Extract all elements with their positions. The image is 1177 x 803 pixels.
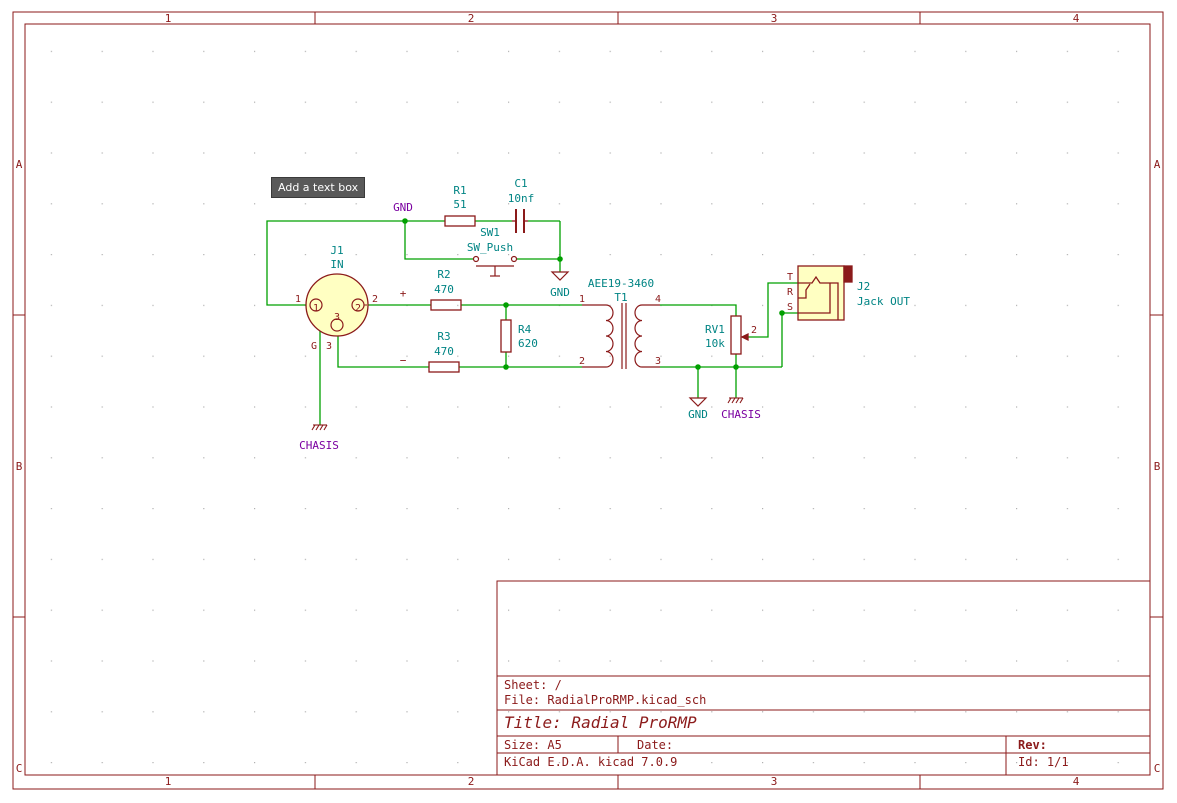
gnd-symbol-out[interactable] xyxy=(688,397,708,407)
title-block-date: Date: xyxy=(637,738,673,752)
j1-pin-1: 1 xyxy=(295,294,301,305)
minus-label: − xyxy=(400,354,407,367)
grid xyxy=(25,24,1150,775)
rv1-potentiometer[interactable] xyxy=(730,315,749,355)
gnd-label-top: GND xyxy=(550,286,570,299)
j1-pin-3: 3 xyxy=(326,341,332,352)
j1-pin-2-inner: 2 xyxy=(355,303,361,314)
r2-value: 470 xyxy=(434,283,454,296)
j2-value: Jack OUT xyxy=(857,295,910,308)
row-label-a-right: A xyxy=(1154,158,1161,171)
j2-pin-r: R xyxy=(787,287,794,298)
j1-pin-g: G xyxy=(311,341,317,352)
col-label-2-top: 2 xyxy=(468,12,475,25)
c1-value: 10nf xyxy=(508,192,535,205)
t1-pin-4: 4 xyxy=(655,294,661,305)
r2-resistor[interactable] xyxy=(430,299,462,311)
plus-label: + xyxy=(400,287,407,300)
row-label-c-left: C xyxy=(16,762,23,775)
sw1-value: SW_Push xyxy=(467,241,513,254)
rv1-pin-2: 2 xyxy=(751,325,757,336)
row-label-b-left: B xyxy=(16,460,23,473)
j1-pin-2: 2 xyxy=(372,294,378,305)
chassis-symbol-in[interactable] xyxy=(311,424,328,431)
row-label-c-right: C xyxy=(1154,762,1161,775)
title-block-rev: Rev: xyxy=(1018,738,1047,752)
r4-resistor[interactable] xyxy=(500,319,512,353)
r4-ref: R4 xyxy=(518,323,532,336)
gnd-symbol-top[interactable] xyxy=(550,271,570,281)
c1-ref: C1 xyxy=(514,177,527,190)
col-label-3-bottom: 3 xyxy=(771,775,778,788)
j1-ref: J1 xyxy=(330,244,343,257)
title-block[interactable] xyxy=(496,580,1151,776)
t1-ref: T1 xyxy=(614,291,627,304)
sw1-push-switch[interactable] xyxy=(472,255,518,277)
chassis-label-out: CHASIS xyxy=(721,408,761,421)
row-label-b-right: B xyxy=(1154,460,1161,473)
r1-ref: R1 xyxy=(453,184,466,197)
j2-pin-t: T xyxy=(787,272,793,283)
r3-resistor[interactable] xyxy=(428,361,460,373)
col-label-1-bottom: 1 xyxy=(165,775,172,788)
title-block-file: File: RadialProRMP.kicad_sch xyxy=(504,693,706,707)
r2-ref: R2 xyxy=(437,268,450,281)
row-label-a-left: A xyxy=(16,158,23,171)
junctions xyxy=(402,218,785,370)
t1-transformer[interactable] xyxy=(582,303,660,369)
title-block-sheet: Sheet: / xyxy=(504,678,562,692)
t1-pin-3: 3 xyxy=(655,356,661,367)
t1-pin-2: 2 xyxy=(579,356,585,367)
tooltip-add-text-box: Add a text box xyxy=(271,177,366,198)
j1-pin-3-inner: 3 xyxy=(334,312,340,323)
title-block-id: Id: 1/1 xyxy=(1018,755,1069,769)
r1-value: 51 xyxy=(453,198,466,211)
j1-pin-1-inner: 1 xyxy=(313,303,319,314)
col-label-2-bottom: 2 xyxy=(468,775,475,788)
t1-value: AEE19-3460 xyxy=(588,277,654,290)
col-label-1-top: 1 xyxy=(165,12,172,25)
j2-jack-connector[interactable] xyxy=(797,265,853,321)
j2-pin-s: S xyxy=(787,302,793,313)
rv1-ref: RV1 xyxy=(705,323,725,336)
col-label-4-top: 4 xyxy=(1073,12,1080,25)
c1-capacitor[interactable] xyxy=(512,209,528,233)
chassis-label-in: CHASIS xyxy=(299,439,339,452)
title-block-size: Size: A5 xyxy=(504,738,562,752)
r3-ref: R3 xyxy=(437,330,450,343)
j2-ref: J2 xyxy=(857,280,870,293)
j1-value: IN xyxy=(330,258,343,271)
col-label-3-top: 3 xyxy=(771,12,778,25)
col-label-4-bottom: 4 xyxy=(1073,775,1080,788)
j1-xlr-connector[interactable] xyxy=(305,273,369,337)
chassis-symbol-out[interactable] xyxy=(727,397,744,404)
title-block-tool: KiCad E.D.A. kicad 7.0.9 xyxy=(504,755,677,769)
sw1-ref: SW1 xyxy=(480,226,500,239)
gnd-net-label: GND xyxy=(393,201,413,214)
gnd-label-out: GND xyxy=(688,408,708,421)
r3-value: 470 xyxy=(434,345,454,358)
r4-value: 620 xyxy=(518,337,538,350)
rv1-value: 10k xyxy=(705,337,725,350)
r1-resistor[interactable] xyxy=(444,215,476,227)
t1-pin-1: 1 xyxy=(579,294,585,305)
title-block-title: Title: Radial ProRMP xyxy=(504,713,697,732)
